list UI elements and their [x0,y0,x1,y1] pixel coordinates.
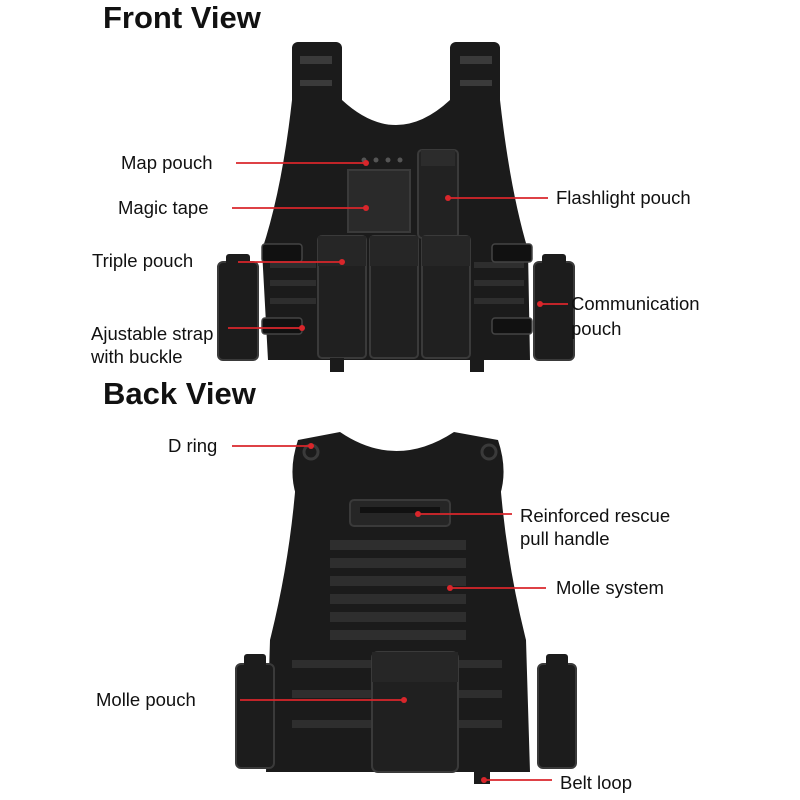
label-molle-system: Molle system [556,577,664,598]
label-molle-pouch: Molle pouch [96,689,196,710]
back-vest-image [235,432,577,784]
leader-dot-adjustable-strap [299,325,305,331]
leader-dot-communication-pouch [537,301,543,307]
leader-dot-d-ring [308,443,314,449]
leader-dot-molle-system [447,585,453,591]
label-adjustable-strap-line2: with buckle [91,346,183,367]
label-magic-tape: Magic tape [118,197,209,218]
label-communication-pouch-line1: Communication [571,293,700,314]
back-view-heading: Back View [103,376,256,411]
label-communication-pouch-line2: pouch [571,318,622,339]
leader-dot-rescue-handle [415,511,421,517]
label-triple-pouch: Triple pouch [92,250,194,271]
leader-dot-molle-pouch [401,697,407,703]
label-adjustable-strap-line1: Ajustable strap [91,323,214,344]
label-rescue-handle-line2: pull handle [520,528,610,549]
label-flashlight-pouch: Flashlight pouch [556,187,691,208]
label-map-pouch: Map pouch [121,152,213,173]
label-rescue-handle-line1: Reinforced rescue [520,505,671,526]
front-vest-image [217,42,575,372]
leader-dot-flashlight-pouch [445,195,451,201]
front-view-heading: Front View [103,0,261,35]
leader-dot-triple-pouch [339,259,345,265]
leader-dot-magic-tape [363,205,369,211]
label-belt-loop: Belt loop [560,772,632,793]
leader-dot-belt-loop [481,777,487,783]
label-d-ring: D ring [168,435,218,456]
leader-dot-map-pouch [363,160,369,166]
